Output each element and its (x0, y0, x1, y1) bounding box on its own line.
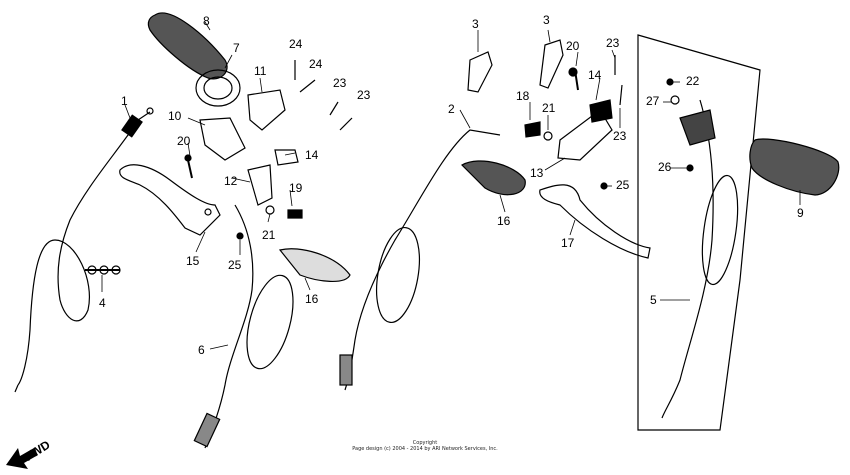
callout-2: 2 (448, 102, 455, 116)
cable-clip (85, 265, 121, 275)
callout-16b: 16 (497, 214, 511, 228)
callout-23d: 23 (613, 129, 627, 143)
copyright-line-2: Page design (c) 2004 - 2014 by ARI Netwo… (352, 446, 498, 452)
callout-19: 19 (289, 181, 303, 195)
callout-27: 27 (646, 94, 660, 108)
callout-13: 13 (530, 166, 544, 180)
callout-23a: 23 (333, 76, 347, 90)
callout-1: 1 (121, 94, 128, 108)
callout-24a: 24 (289, 37, 303, 51)
callout-6: 6 (198, 343, 205, 357)
callout-4: 4 (99, 296, 106, 310)
callout-23c: 23 (606, 36, 620, 50)
lever-holder (467, 51, 493, 93)
callout-23b: 23 (357, 88, 371, 102)
throttle-housing (247, 89, 286, 131)
callout-3a: 3 (472, 17, 479, 31)
callout-25b: 25 (616, 178, 630, 192)
callout-8: 8 (203, 14, 210, 28)
callout-11: 11 (254, 64, 267, 78)
lever-cover (278, 248, 351, 282)
callout-3b: 3 (543, 13, 550, 27)
callout-12: 12 (224, 174, 238, 188)
brake-lever (539, 184, 651, 259)
front-brake-cable (339, 129, 501, 391)
callout-10: 10 (168, 109, 182, 123)
clutch-lever (119, 164, 221, 236)
callout-17: 17 (561, 236, 575, 250)
callout-5: 5 (650, 293, 657, 307)
callout-21b: 21 (542, 101, 556, 115)
callout-20a: 20 (177, 134, 191, 148)
throttle-cable-panel (637, 34, 761, 431)
fwd-arrow-icon (6, 448, 38, 469)
throttle-cable (193, 204, 294, 449)
callout-14a: 14 (305, 148, 319, 162)
callout-26: 26 (658, 160, 672, 174)
callout-16a: 16 (305, 292, 319, 306)
callout-24b: 24 (309, 57, 323, 71)
throttle-grip (147, 12, 228, 80)
callout-21a: 21 (262, 228, 276, 242)
callout-15: 15 (186, 254, 200, 268)
callout-20b: 20 (566, 39, 580, 53)
lever-bracket (247, 164, 273, 206)
right-grip (749, 138, 840, 196)
throttle-housing-lower (199, 117, 246, 161)
callout-7: 7 (233, 41, 240, 55)
callout-22: 22 (686, 74, 700, 88)
callout-18: 18 (516, 89, 530, 103)
callout-25a: 25 (228, 258, 242, 272)
brake-lever-cover (461, 160, 526, 196)
callout-14b: 14 (588, 68, 602, 82)
throttle-cable-right (661, 99, 739, 419)
throttle-tube (195, 69, 241, 107)
clutch-cable (14, 107, 154, 393)
callout-9: 9 (797, 206, 804, 220)
copyright-line-1: Copyright (412, 440, 438, 446)
